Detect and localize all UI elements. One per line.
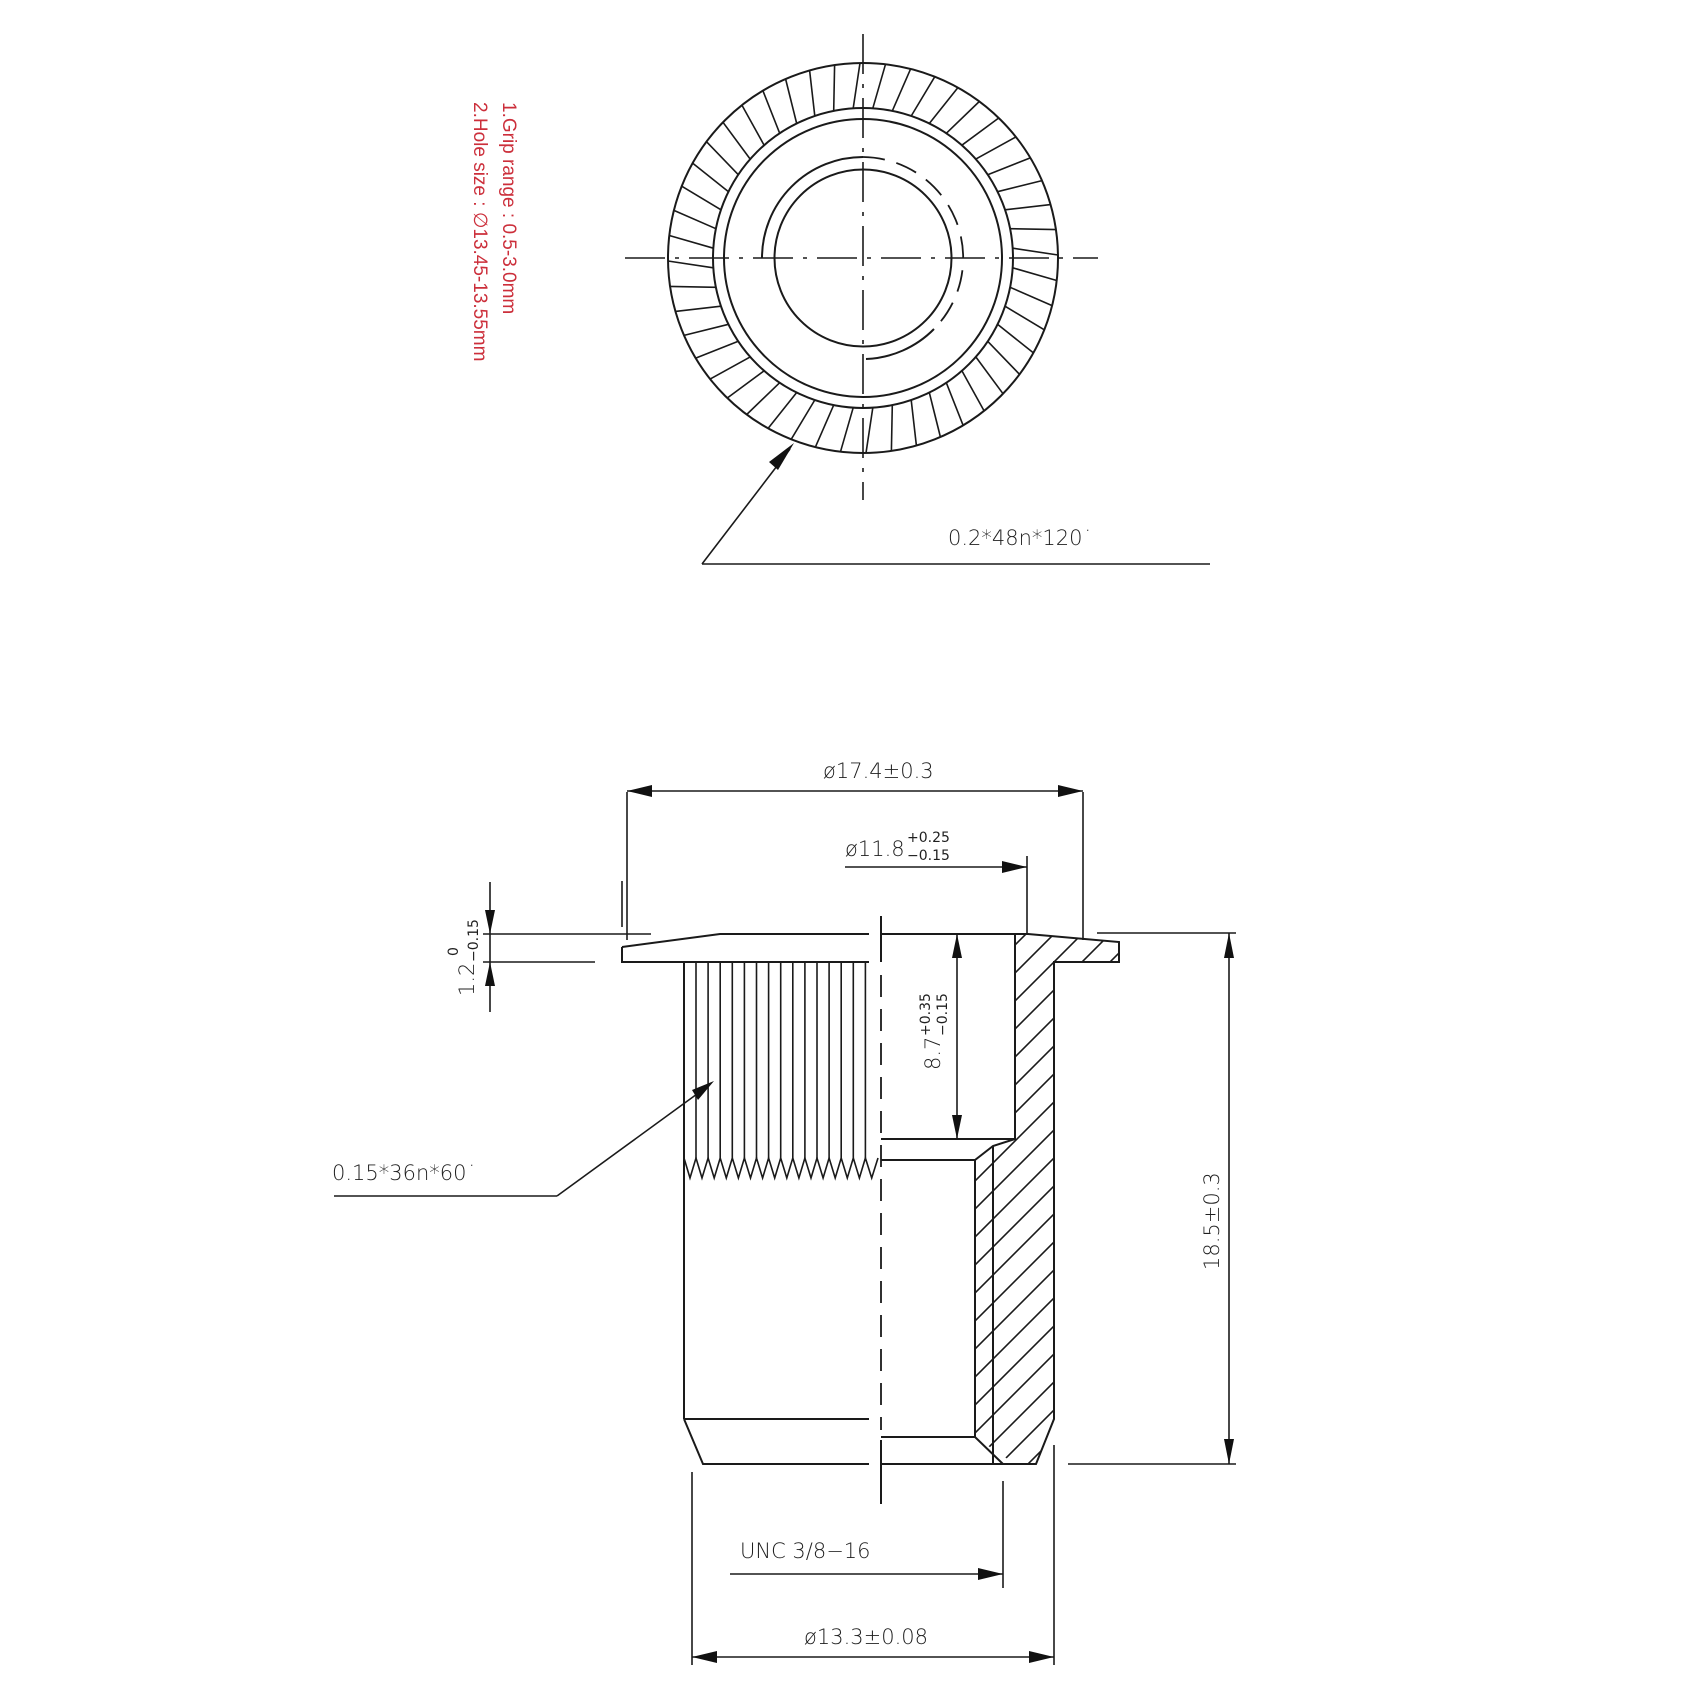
- arrow-left-icon: [692, 1651, 717, 1663]
- flange-diameter-label: ø17.4±0.3: [823, 759, 934, 783]
- thread-label: UNC 3/8−16: [740, 1539, 871, 1563]
- knurl-teeth: [667, 62, 1059, 454]
- arrow-down-icon: [952, 1115, 962, 1139]
- overall-length-label: 18.5±0.3: [1200, 1172, 1224, 1270]
- counterbore-depth-lower-tol: −0.15: [935, 993, 951, 1036]
- thread-arc-solid: [761, 156, 864, 259]
- arrow-left-icon: [627, 785, 652, 797]
- note-hole-size: 2.Hole size : ∅13.45-13.55mm: [469, 102, 490, 361]
- knurl-inner-circle: [712, 107, 1014, 409]
- arrow-right-icon: [1029, 1651, 1054, 1663]
- section-view: ø17.4±0.3 ø11.8 +0.25 −0.15 1.2 0 −0.15: [332, 759, 1236, 1665]
- arrow-up-icon: [485, 962, 495, 986]
- arrow-down-icon: [485, 910, 495, 934]
- arrow-right-icon: [1002, 861, 1027, 873]
- arrow-down-icon: [1224, 1439, 1234, 1464]
- knurl-callout-leader: [701, 448, 791, 565]
- flange-top-taper-left: [621, 933, 869, 948]
- knurl-callout-label: 0.2*48n*120˙: [948, 526, 1093, 550]
- thread-end-chamfer: [881, 1436, 1004, 1465]
- body-knurl-teeth: [683, 1155, 879, 1181]
- flange-thickness-upper-tol: 0: [446, 947, 462, 956]
- counterbore-diameter-base: ø11.8: [845, 837, 905, 861]
- counterbore-depth-upper-tol: +0.35: [918, 993, 934, 1036]
- flange-thickness-lower-tol: −0.15: [466, 919, 482, 962]
- flange-thickness-base: 1.2: [455, 963, 479, 996]
- knurl-callout-arrow-icon: [769, 443, 794, 470]
- body-diameter-label: ø13.3±0.08: [804, 1625, 928, 1649]
- notes: 1.Grip range : 0.5-3.0mm 2.Hole size : ∅…: [469, 102, 519, 361]
- counterbore-diameter-label: ø11.8 +0.25 −0.15: [845, 830, 950, 864]
- body-bottom-left: [683, 1418, 869, 1465]
- section-outline: [881, 933, 1120, 1465]
- section-hatch: [975, 934, 1119, 1464]
- counterbore-depth-base: 8.7: [921, 1037, 945, 1070]
- counterbore-diameter-lower-tol: −0.15: [907, 848, 950, 864]
- flange-inner-circle: [723, 118, 1003, 398]
- thread-arc-solid-end: [865, 328, 935, 360]
- body-knurl-callout-label: 0.15*36n*60˙: [332, 1161, 477, 1185]
- thread-start-outline: [881, 1138, 1016, 1161]
- arrow-up-icon: [952, 934, 962, 958]
- counterbore-depth-label: 8.7 +0.35 −0.15: [918, 993, 951, 1070]
- flange-thickness-label: 1.2 0 −0.15: [446, 919, 482, 996]
- body-knurl-arrow-icon: [692, 1081, 714, 1100]
- body-knurl-leader: [556, 1085, 709, 1197]
- flange-outer-circle: [667, 62, 1059, 454]
- body-knurl: [683, 962, 879, 1181]
- thread-arc-dashed: [862, 156, 965, 330]
- arrow-up-icon: [1224, 933, 1234, 958]
- top-view: 0.2*48n*120˙: [625, 34, 1210, 565]
- arrow-right-icon: [978, 1568, 1003, 1580]
- arrow-right-icon: [1058, 785, 1083, 797]
- counterbore-diameter-upper-tol: +0.25: [907, 830, 950, 846]
- flange-outline-left: [621, 947, 869, 963]
- note-grip-range: 1.Grip range : 0.5-3.0mm: [498, 102, 519, 314]
- bore-circle: [773, 168, 953, 348]
